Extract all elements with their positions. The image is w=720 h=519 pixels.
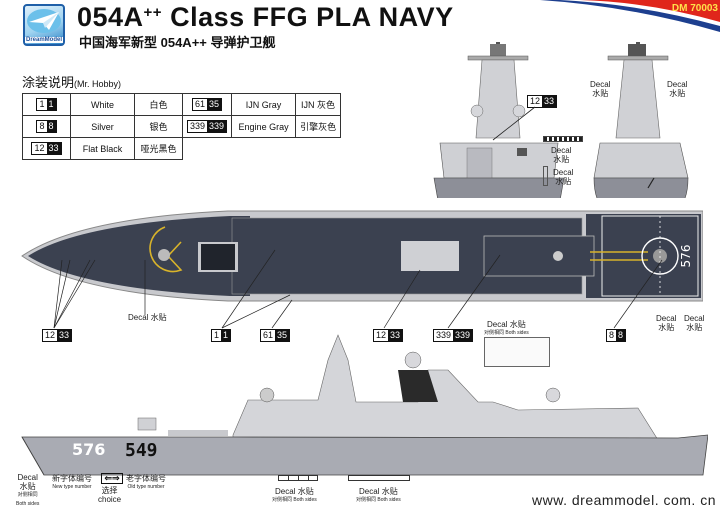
front-view [433,42,565,198]
front-rear-views [433,42,689,198]
paper-plane-icon [27,9,61,33]
decal-label: Decal 水贴对侧相同 Both sides [484,320,529,336]
paint-guide-title: 涂装说明(Mr. Hobby) [22,72,121,91]
paint-name-cn: 引擎灰色 [295,115,342,138]
decal-label: Decal 水贴对侧相同 Both sides [356,487,401,503]
title-rest: Class FFG PLA NAVY [162,2,454,32]
corner-banner [540,0,720,32]
title-model: 054A [77,2,144,32]
paint-name-cn: 白色 [134,93,183,116]
logo-label: DreamModel [25,37,63,43]
side-view [21,334,708,476]
page-subtitle: 中国海军新型 054A++ 导弹护卫舰 [79,35,276,50]
paint-name-en: Flat Black [70,137,135,160]
paint-name-cn: 哑光黑色 [134,137,183,160]
page-title: 054A++ Class FFG PLA NAVY [77,2,454,33]
deck-hull-number: 576 [679,245,693,268]
leader-lines [53,249,663,329]
decal-strip [348,475,410,481]
paint-brand: (Mr. Hobby) [74,79,122,89]
top-view: 576 [21,210,703,302]
title-sup: ++ [143,4,163,21]
dreammodel-logo: DreamModel [23,4,65,46]
paint-name-en: Engine Gray [231,115,297,138]
choice-arrow-icon: ⇐⇒ [101,473,123,484]
paint-name-cn: IJN 灰色 [295,93,342,116]
paint-name-en: White [70,93,135,116]
leader-line [492,106,536,141]
decal-label: Decal 水贴 [128,313,167,322]
decal-strip [543,166,548,186]
product-code: DM 70003 [671,3,718,14]
paint-name-en: IJN Gray [231,93,297,116]
decal-strip [543,136,583,142]
decal-strip [278,475,318,481]
old-hull-number: 549 [125,440,158,461]
website-url[interactable]: www. dreammodel. com. cn [532,492,716,508]
paint-name-en: Silver [70,115,135,138]
new-hull-number: 576 [72,440,106,459]
paint-guide-title-cn: 涂装说明 [22,75,75,90]
decal-label: Decal 水贴对侧相同 Both sides [272,487,317,503]
decal-panel [484,337,550,367]
paint-name-cn: 银色 [134,115,183,138]
rear-view [593,42,689,198]
